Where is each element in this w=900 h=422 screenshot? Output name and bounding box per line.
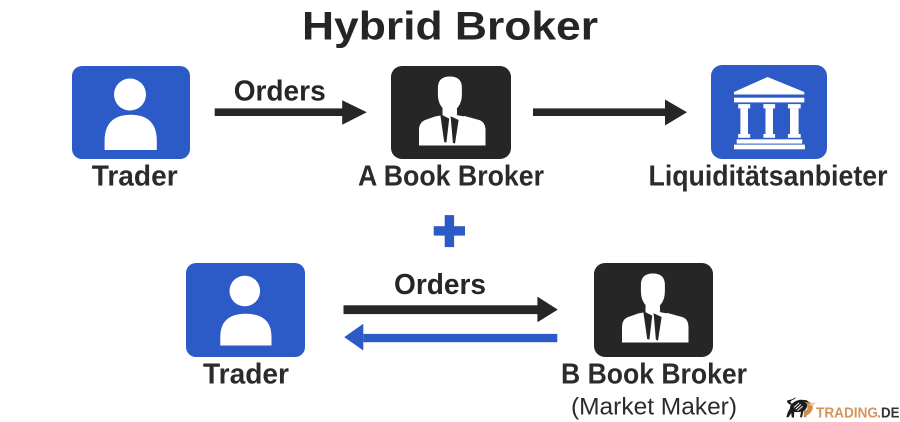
svg-text:DE: DE [881, 405, 900, 421]
svg-text:Hybrid Broker: Hybrid Broker [302, 5, 598, 49]
svg-text:Liquiditätsanbieter: Liquiditätsanbieter [649, 161, 888, 193]
svg-text:Trader: Trader [203, 359, 289, 391]
svg-text:(Market Maker): (Market Maker) [571, 394, 737, 421]
svg-text:Trader: Trader [92, 161, 178, 193]
svg-text:Orders: Orders [394, 269, 486, 301]
svg-text:B Book Broker: B Book Broker [561, 359, 747, 391]
svg-text:A Book Broker: A Book Broker [358, 161, 544, 193]
svg-text:TRADING: TRADING [816, 405, 878, 421]
svg-text:.: . [877, 405, 881, 421]
svg-text:Orders: Orders [234, 76, 326, 108]
